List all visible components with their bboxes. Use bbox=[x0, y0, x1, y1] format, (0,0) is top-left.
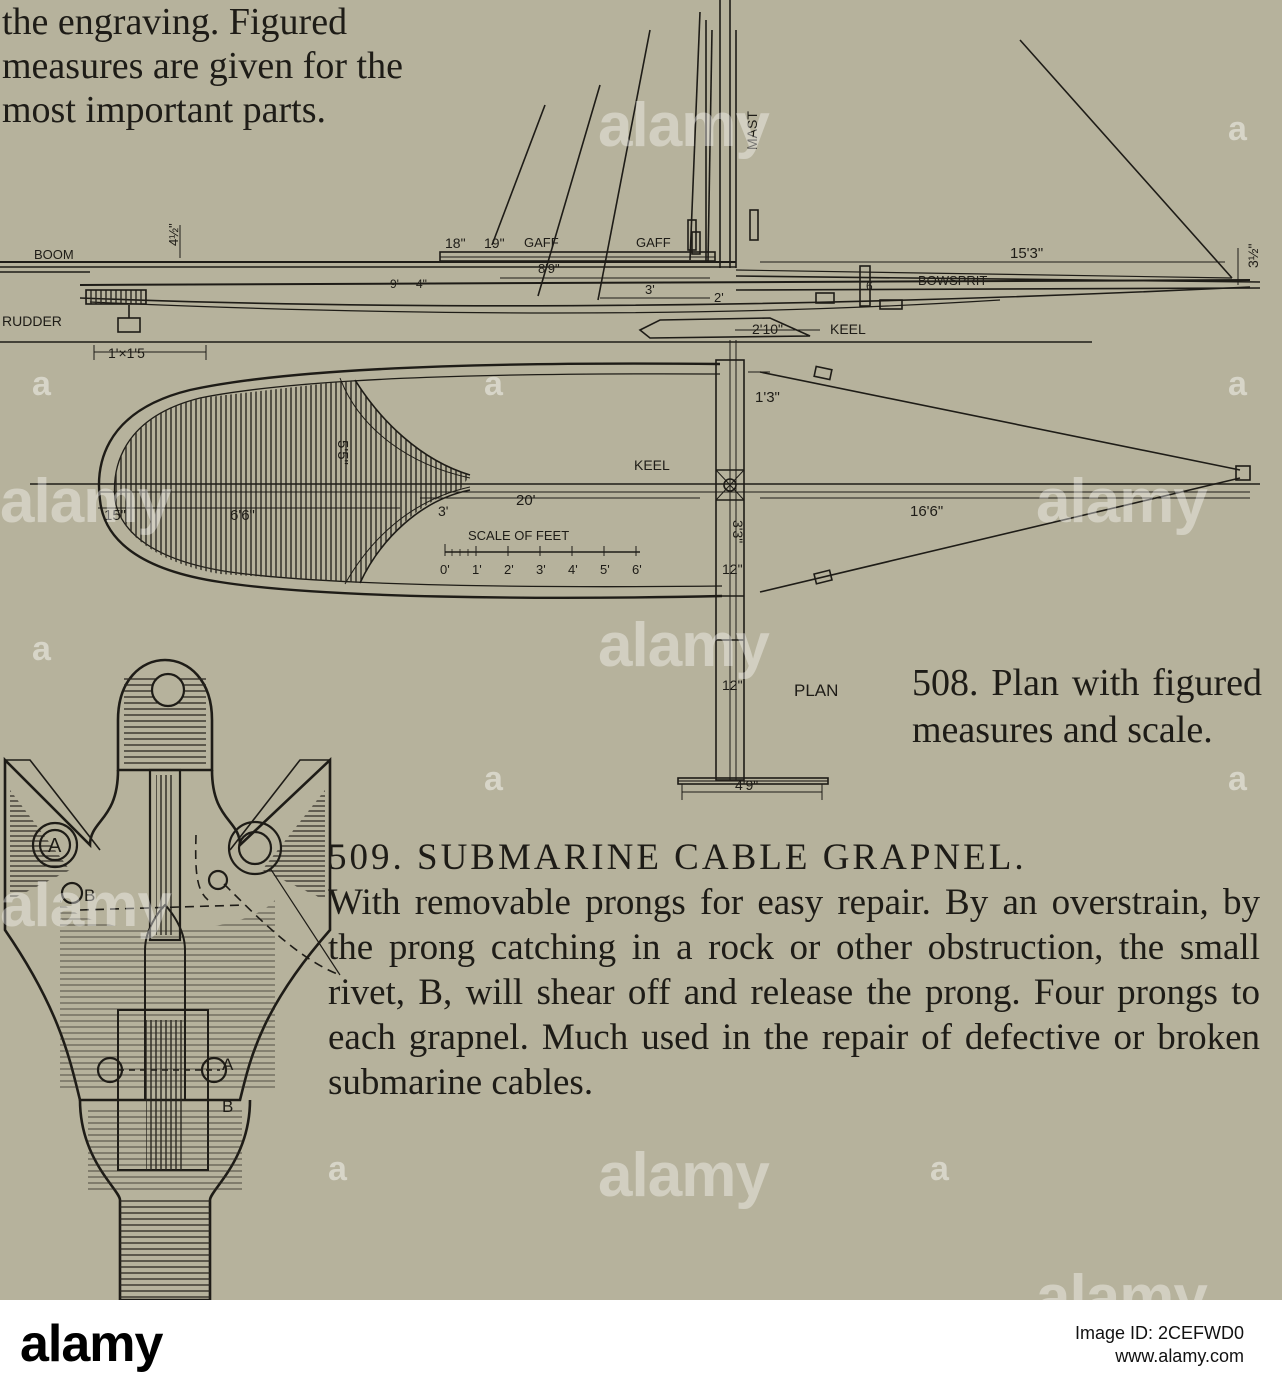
label-gaff-18: 18" bbox=[445, 235, 466, 251]
label-scale-3: 3' bbox=[536, 562, 546, 577]
label-dim-15: 15" bbox=[104, 507, 126, 524]
label-rivet-a-circle: A bbox=[48, 835, 62, 857]
watermark: alamy bbox=[598, 611, 770, 680]
label-side-a: A bbox=[222, 1055, 234, 1074]
label-dim-3-3: 3'3" bbox=[730, 520, 746, 543]
label-scale-6: 6' bbox=[632, 562, 642, 577]
label-bowsprit: BOWSPRIT bbox=[918, 273, 987, 288]
label-dim-20: 20' bbox=[516, 492, 536, 509]
label-dim-16-6: 16'6" bbox=[910, 503, 943, 520]
label-dim-2: 2' bbox=[714, 290, 724, 305]
intro-line-2: measures are given for the bbox=[2, 45, 403, 87]
watermark-mark: a bbox=[1228, 760, 1247, 798]
watermark: alamy bbox=[0, 467, 172, 536]
label-gaff: GAFF bbox=[524, 235, 559, 250]
watermark-mark: a bbox=[484, 365, 503, 403]
grapnel-view bbox=[3, 658, 341, 1300]
label-dim-12a: 12" bbox=[722, 561, 743, 577]
watermark-mark: a bbox=[930, 1150, 949, 1188]
watermark: alamy bbox=[1036, 467, 1208, 536]
label-rudder: RUDDER bbox=[2, 313, 62, 329]
caption-509-title: 509. SUBMARINE CABLE GRAPNEL. bbox=[328, 837, 1027, 878]
label-bowsprit-len: 15'3" bbox=[1010, 245, 1043, 262]
label-mast: MAST bbox=[744, 111, 760, 150]
label-plan: PLAN bbox=[794, 681, 838, 700]
label-dim-4-9: 4'9" bbox=[735, 777, 758, 793]
watermark: alamy bbox=[1036, 1263, 1208, 1300]
image-id-block: Image ID: 2CEFWD0 www.alamy.com bbox=[1075, 1322, 1244, 1368]
watermark-mark: a bbox=[32, 365, 51, 403]
label-scale-1: 1' bbox=[472, 562, 482, 577]
label-gaff-2: GAFF bbox=[636, 235, 671, 250]
watermark: alamy bbox=[0, 871, 172, 940]
label-scale-5: 5' bbox=[600, 562, 610, 577]
intro-line-1: the engraving. Figured bbox=[2, 1, 348, 43]
label-side-b: B bbox=[222, 1097, 233, 1116]
watermark-mark: a bbox=[328, 1150, 347, 1188]
label-dim-6: 6 bbox=[866, 279, 873, 293]
label-scale-4: 4' bbox=[568, 562, 578, 577]
label-rudder-dim: 1'×1'5 bbox=[108, 345, 145, 361]
alamy-logo: alamy bbox=[20, 1315, 163, 1373]
watermark-mark: a bbox=[32, 630, 51, 668]
label-keel-side: KEEL bbox=[830, 321, 866, 337]
label-dim-3-plan: 3' bbox=[438, 503, 448, 519]
watermark-mark: a bbox=[1228, 365, 1247, 403]
label-rivet-b-top: B bbox=[84, 886, 95, 905]
book-page: BOOM RUDDER 1'×1'5 4½" 18" 19" GAFF GAFF… bbox=[0, 0, 1262, 1300]
caption-509-body: With removable prongs for easy repair. B… bbox=[328, 882, 1260, 1103]
label-gaff-len: 8'9" bbox=[538, 261, 560, 276]
label-dim-5-5: 5'5" bbox=[334, 440, 351, 465]
site-url: www.alamy.com bbox=[1115, 1346, 1244, 1366]
label-boom-4: 4" bbox=[416, 277, 427, 291]
caption-508: 508. Plan with figured measures and scal… bbox=[912, 662, 1262, 751]
label-dim-1-3: 1'3" bbox=[755, 389, 780, 406]
label-dim-3: 3' bbox=[645, 282, 655, 297]
label-dim-6-6: 6'6" bbox=[230, 507, 255, 524]
label-scale-0: 0' bbox=[440, 562, 450, 577]
watermark: alamy bbox=[598, 1141, 770, 1210]
intro-text: the engraving. Figured measures are give… bbox=[2, 0, 403, 132]
elevation-labels: BOOM RUDDER 1'×1'5 4½" 18" 19" GAFF GAFF… bbox=[2, 111, 1261, 361]
watermark-mark: a bbox=[484, 760, 503, 798]
label-scale-title: SCALE OF FEET bbox=[468, 528, 569, 543]
label-dim-12b: 12" bbox=[722, 677, 743, 693]
caption-509: 509. SUBMARINE CABLE GRAPNEL. With remov… bbox=[328, 835, 1260, 1105]
image-id: Image ID: 2CEFWD0 bbox=[1074, 1323, 1244, 1343]
label-keel-plan: KEEL bbox=[634, 457, 670, 473]
watermark: alamy bbox=[598, 91, 770, 160]
label-bowsprit-dim: 3½" bbox=[1245, 244, 1261, 268]
sailboat-and-grapnel-drawing: BOOM RUDDER 1'×1'5 4½" 18" 19" GAFF GAFF… bbox=[0, 0, 1261, 1300]
label-gaff-19: 19" bbox=[484, 235, 505, 251]
label-boom: BOOM bbox=[34, 247, 74, 262]
footer-bar: alamy Image ID: 2CEFWD0 www.alamy.com bbox=[0, 1300, 1282, 1390]
label-keel-dim: 2'10" bbox=[752, 321, 783, 337]
grapnel-labels: A B A B bbox=[48, 835, 234, 1116]
intro-line-3: most important parts. bbox=[2, 89, 327, 131]
label-boom-dim: 4½" bbox=[166, 223, 181, 246]
watermark-mark: a bbox=[1228, 110, 1247, 148]
plan-labels: KEEL 1'3" 5'5" 15" 6'6" 20' 16'6" 3' SCA… bbox=[104, 389, 943, 793]
plan-view bbox=[30, 340, 1260, 800]
label-scale-2: 2' bbox=[504, 562, 514, 577]
label-boom-9: 9' bbox=[390, 277, 399, 291]
elevation-view bbox=[0, 0, 1261, 360]
